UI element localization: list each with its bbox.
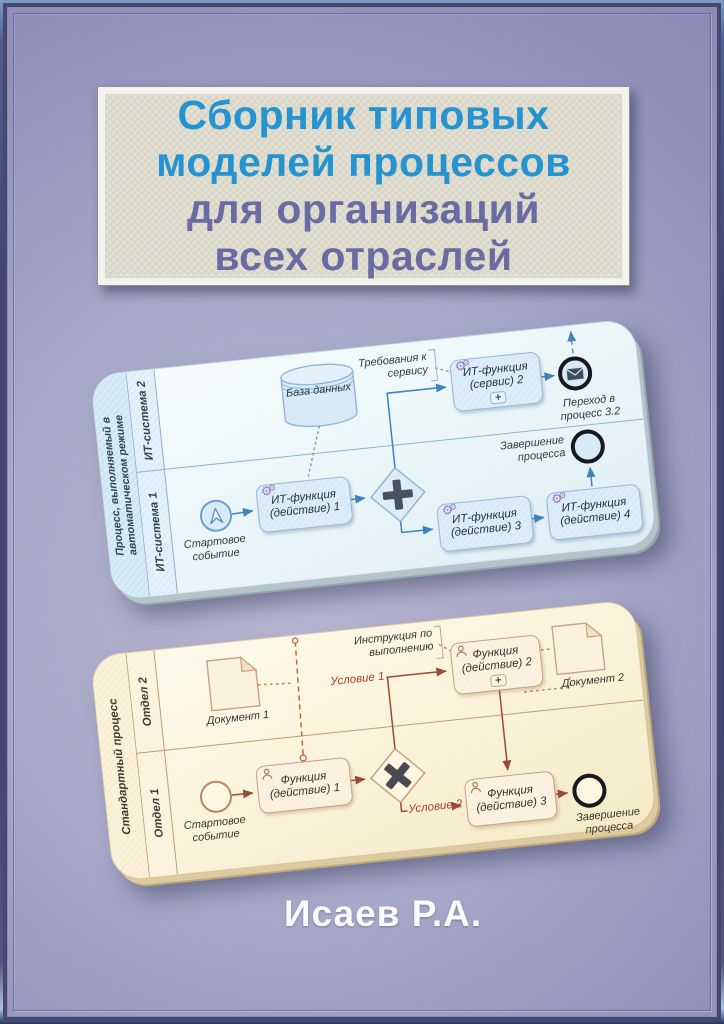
it-task3: ⚙⚙ ИТ-функция (действие) 3 (436, 494, 535, 553)
flow-task2-to-message-end (541, 372, 555, 382)
std-task1: Функция (действие) 1 (255, 756, 354, 815)
std-task3: Функция (действие) 3 (463, 770, 559, 828)
flow-task1-to-gateway (350, 775, 366, 785)
parallel-gateway-plus-icon (382, 479, 413, 510)
assoc-doc1 (257, 682, 293, 686)
title-line-2: моделей процессов (156, 139, 571, 185)
it-annotation-bracket (427, 348, 439, 382)
exclusive-gateway (369, 747, 426, 804)
flow-gateway-to-task3 (399, 521, 434, 535)
document1-icon (206, 656, 261, 712)
gear-small-icon: ⚙ (267, 482, 277, 494)
subprocess-plus-marker: + (489, 673, 508, 688)
it-task2: ⚙⚙ ИТ-функция (сервис) 2 + (449, 351, 545, 413)
dashed-flow-task1-up (294, 641, 304, 756)
exclusive-gateway-x-icon (384, 762, 412, 790)
gear-icon: ⚙⚙ (550, 490, 568, 507)
flow-cond1-to-task2 (386, 667, 447, 679)
title-line-4: всех отраслей (214, 233, 513, 279)
gear-icon: ⚙⚙ (453, 357, 471, 374)
std-start-label: Стартовое событие (183, 813, 247, 845)
message-flow-up (567, 330, 577, 354)
assoc-db-to-task1 (307, 425, 321, 477)
std-task2-label: Функция (действие) 2 (461, 644, 533, 675)
author-name: Исаев Р.А. (283, 893, 483, 934)
title-box: Сборник типовых моделей процессов для ор… (97, 86, 630, 286)
person-icon (262, 768, 273, 780)
std-task2: Функция (действие) 2 + (449, 634, 545, 696)
std-end-event (570, 772, 609, 810)
it-end-label: Завершение процесса (499, 434, 566, 464)
gear-small-icon: ⚙ (448, 501, 458, 513)
parallel-gateway (369, 466, 426, 523)
gear-icon: ⚙⚙ (259, 482, 277, 499)
it-annotation-text: Требования к сервису (357, 350, 429, 380)
std-start-event (198, 779, 234, 815)
flow-cond2-corner (399, 802, 408, 813)
gear-icon: ⚙⚙ (440, 501, 458, 519)
gear-small-icon: ⚙ (557, 490, 568, 501)
cover-frame-groove (13, 13, 711, 1011)
flow-task3-to-end (555, 789, 569, 799)
flow-task3-to-task4 (531, 514, 545, 523)
flow-gateway-to-task2 (386, 383, 447, 468)
it-message-end-event (556, 354, 594, 393)
person-icon (470, 781, 482, 794)
title-line-3: для организаций (186, 186, 541, 232)
document2-icon (551, 621, 606, 676)
doc2-label: Документ 2 (561, 671, 625, 690)
start-arrow-icon (210, 507, 224, 525)
person-icon (456, 645, 467, 657)
envelope-icon (565, 366, 585, 381)
it-lane-divider (136, 418, 644, 474)
std-task3-label: Функция (действие) 3 (475, 783, 548, 815)
title-line-1: Сборник типовых (177, 92, 550, 138)
assoc-task2-to-doc2-top (540, 647, 554, 651)
std-annotation-text: Инструкция по выполнению (353, 627, 435, 659)
dashed-flow-top-end (291, 637, 299, 644)
assoc-annotation-to-task2 (434, 367, 451, 373)
database-label: База данных (285, 381, 352, 400)
flow-start-to-task1 (231, 507, 254, 517)
condition1-label: Условие 1 (329, 670, 385, 689)
flow-task4-to-end (586, 466, 596, 487)
it-task4: ⚙⚙ ИТ-функция (действие) 4 (545, 483, 644, 541)
flow-task2-to-task3 (498, 690, 512, 771)
it-end-event (569, 427, 607, 466)
flow-start-to-task1 (231, 789, 254, 799)
gear-small-icon: ⚙ (461, 357, 471, 369)
subprocess-plus-marker: + (489, 390, 507, 405)
flow-task1-to-gateway (350, 494, 366, 504)
flow-cond1-vertical (386, 677, 396, 749)
it-task1: ⚙⚙ ИТ-функция (действие) 1 (255, 475, 354, 534)
it-start-label: Стартовое событие (183, 532, 247, 564)
std-task1-label: Функция (действие) 1 (269, 770, 341, 802)
std-annotation-bracket (433, 625, 444, 659)
condition2-label: Условие 2 (407, 798, 463, 816)
doc1-label: Документ 1 (206, 708, 270, 728)
it-start-event (198, 498, 234, 534)
